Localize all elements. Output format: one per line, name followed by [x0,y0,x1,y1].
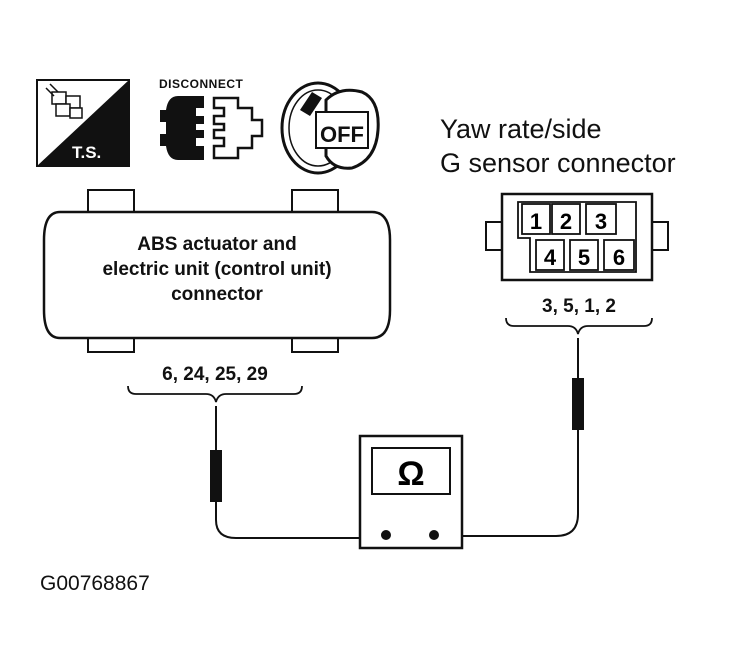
disconnect-icon: DISCONNECT [159,77,264,160]
meter-terminal-left [381,530,391,540]
pin-5: 5 [578,245,590,270]
yaw-title-line-1: Yaw rate/side [440,114,602,144]
off-label: OFF [320,122,364,147]
meter-terminal-right [429,530,439,540]
ohmmeter: Ω [358,434,464,550]
yaw-terminals: 3, 5, 1, 2 [542,296,616,317]
pin-2: 2 [560,209,572,234]
abs-label-line-3: connector [171,284,263,305]
test-leads [210,338,584,539]
abs-terminals: 6, 24, 25, 29 [162,364,268,385]
abs-label-line-1: ABS actuator and [137,234,297,255]
abs-label-line-2: electric unit (control unit) [102,259,332,280]
ohm-symbol: Ω [397,455,424,493]
disconnect-label: DISCONNECT [159,77,244,91]
figure-id: G00768867 [40,572,150,595]
ts-label: T.S. [72,143,101,162]
yaw-sensor-connector: 1 2 3 4 5 6 [485,192,669,335]
abs-connector [42,189,392,403]
pin-6: 6 [613,245,625,270]
pin-3: 3 [595,209,607,234]
troubleshooting-icon: T.S. [36,79,130,167]
yaw-sensor-title: Yaw rate/side G sensor connector [440,112,676,180]
yaw-title-line-2: G sensor connector [440,148,676,178]
abs-connector-label: ABS actuator and electric unit (control … [44,232,390,307]
pin-4: 4 [544,245,557,270]
pin-1: 1 [530,209,542,234]
ignition-off-icon: OFF [280,81,380,175]
